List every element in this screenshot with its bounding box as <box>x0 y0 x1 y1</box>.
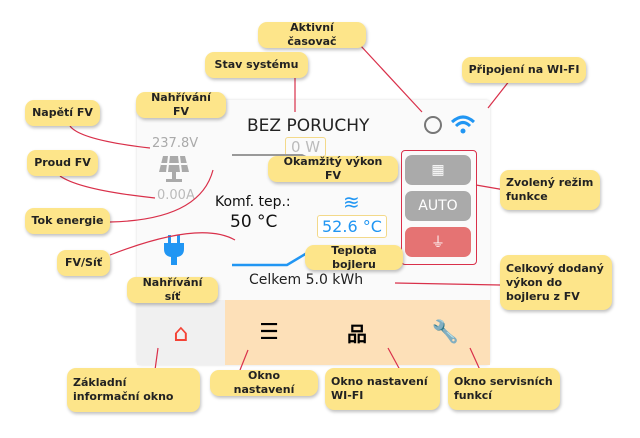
comfort-label: Komf. tep.: <box>215 194 291 210</box>
label-settings: Okno nastavení <box>210 369 318 396</box>
comfort-value: 50 °C <box>230 212 278 232</box>
label-flow: Tok energie <box>25 208 110 234</box>
nav-service[interactable]: 🔧 <box>401 300 490 365</box>
total-energy: Celkem 5.0 kWh <box>249 272 364 288</box>
label-mode: Zvolený režim funkce <box>500 170 600 210</box>
label-boiler: Teplota bojleru <box>305 244 403 271</box>
water-waves-icon: ≋ <box>343 190 360 214</box>
mode-auto-button[interactable]: AUTO <box>405 191 471 221</box>
pv-voltage: 237.8V <box>152 136 199 151</box>
plug-icon <box>164 235 184 265</box>
mode-selector <box>401 150 477 265</box>
label-timer: Aktivní časovač <box>258 21 366 48</box>
nav-settings[interactable]: ☰ <box>225 300 313 365</box>
label-heating-grid: Nahřívání síť <box>127 276 218 303</box>
label-total: Celkový dodaný výkon do bojleru z FV <box>500 255 612 310</box>
label-power: Okamžitý výkon FV <box>268 155 398 182</box>
label-wifi: Připojení na WI-FI <box>462 57 586 83</box>
label-current: Proud FV <box>27 150 98 176</box>
mode-grid-button[interactable]: ⏚ <box>405 227 471 257</box>
device-screen: BEZ PORUCHY 237.8V 0.00A 0 W Komf. tep.:… <box>137 100 490 365</box>
bottom-nav: ⌂ ☰ 品 🔧 <box>137 300 490 365</box>
nav-home[interactable]: ⌂ <box>137 300 225 365</box>
label-voltage: Napětí FV <box>25 100 100 126</box>
boiler-temperature: 52.6 °C <box>317 215 387 238</box>
sliders-icon: ☰ <box>259 320 279 345</box>
label-heating-pv: Nahřívání FV <box>136 91 226 118</box>
mode-pv-button[interactable]: ▦ <box>405 155 471 185</box>
label-home: Základní informační okno <box>67 368 200 412</box>
nav-network[interactable]: 品 <box>313 300 401 365</box>
wrench-icon: 🔧 <box>431 320 460 345</box>
label-source: FV/Síť <box>57 250 110 276</box>
label-status: Stav systému <box>205 52 308 78</box>
wifi-icon <box>450 115 476 134</box>
label-wifi-settings: Okno nastavení WI-FI <box>325 368 440 410</box>
network-icon: 品 <box>347 322 367 346</box>
status-text: BEZ PORUCHY <box>247 116 370 136</box>
label-service: Okno servisních funkcí <box>448 368 560 410</box>
home-icon: ⌂ <box>173 318 189 347</box>
clock-icon <box>424 116 442 134</box>
